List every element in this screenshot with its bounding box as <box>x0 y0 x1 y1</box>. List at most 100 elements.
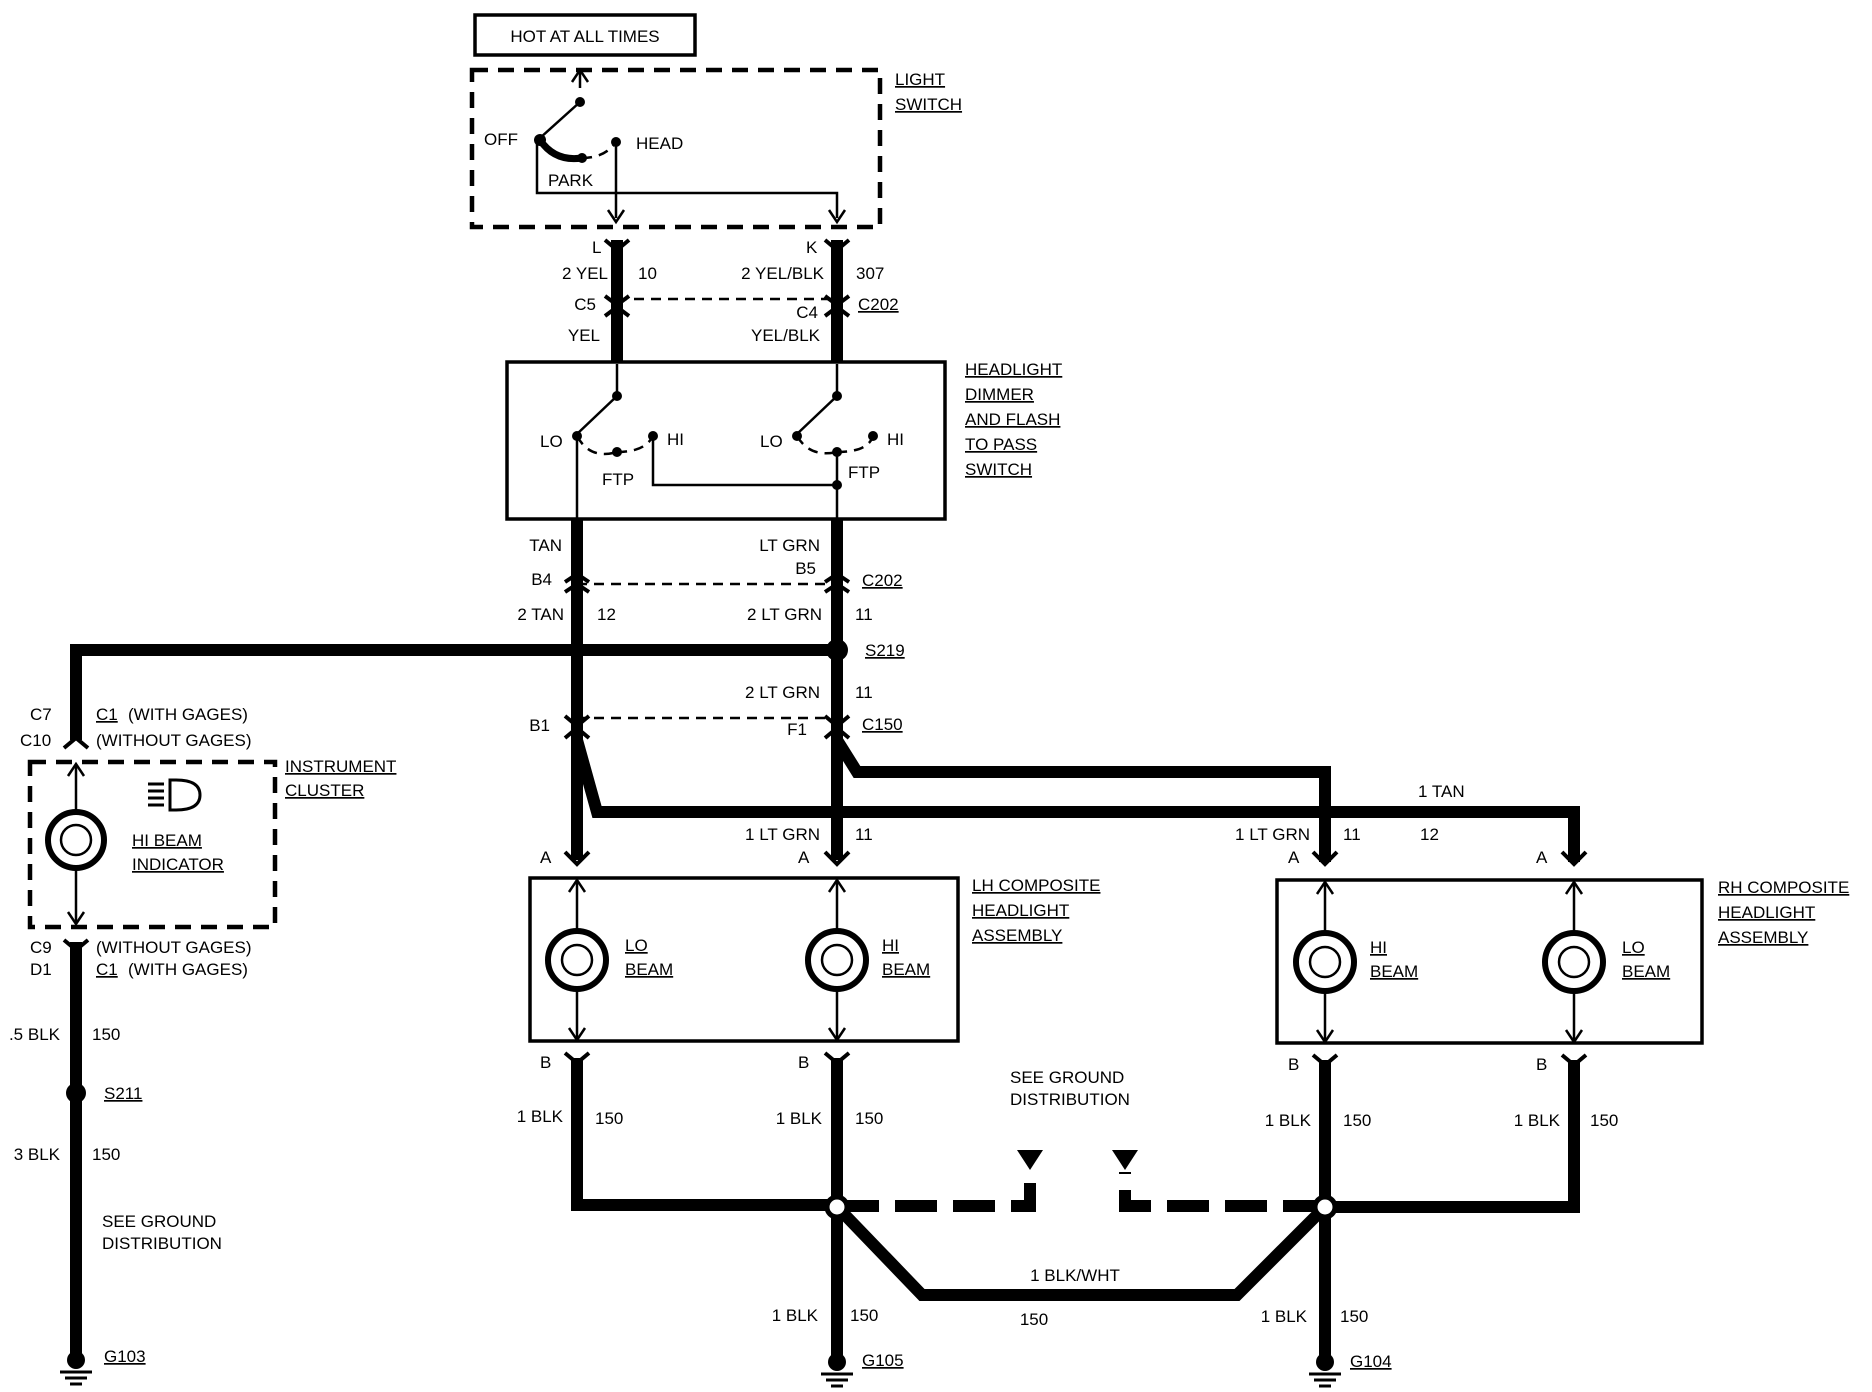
lh-hi-beam-bulb <box>805 928 869 992</box>
lh-lo-pin-a-label: A <box>540 848 552 867</box>
without-gages-label: (WITHOUT GAGES) <box>96 731 252 750</box>
rh-hi-blk-label: 1 BLK <box>1265 1111 1312 1130</box>
yel-wire-label: 2 YEL <box>562 264 608 283</box>
rh-lo-arrow-bottom <box>1564 1029 1584 1045</box>
c4-connector <box>823 294 851 318</box>
switch-head-label: HEAD <box>636 134 683 153</box>
c10-label: C10 <box>20 731 51 750</box>
rh-lo-beam-bulb <box>1542 930 1606 994</box>
blk-wht-jumper-wire <box>840 1210 1322 1301</box>
rh-lo-label-2: BEAM <box>1622 962 1670 981</box>
lh-hi-pin-b-label: B <box>798 1053 809 1072</box>
rh-ground-dist-dash <box>1119 1172 1325 1212</box>
c1-with-label: C1 <box>96 705 118 724</box>
lh-ground-dist-arrow-icon <box>1017 1150 1043 1170</box>
g104-label: G104 <box>1350 1352 1392 1371</box>
lh-hi-pin-a-label: A <box>798 848 810 867</box>
blk-wht-label: 1 BLK/WHT <box>1030 1266 1120 1285</box>
lh-lo-beam-bulb <box>545 928 609 992</box>
with-gages-label: (WITH GAGES) <box>128 705 248 724</box>
dimmer-ftp-bridge <box>651 436 837 487</box>
switch-head-dash <box>581 141 618 160</box>
s211-label: S211 <box>104 1084 142 1103</box>
tan-rh-circuit-label: 12 <box>1420 825 1439 844</box>
lh-lo-arrow-bottom <box>567 1027 587 1043</box>
light-switch-title-2: SWITCH <box>895 95 962 114</box>
dimmer-lo-left-label: LO <box>540 432 563 451</box>
cluster-ground-dist-2: DISTRIBUTION <box>102 1234 222 1253</box>
lh-hi-label-1: HI <box>882 936 899 955</box>
hi-beam-indicator-feed <box>70 644 837 740</box>
dimmer-title-4: TO PASS <box>965 435 1037 454</box>
hot-at-all-times-label: HOT AT ALL TIMES <box>510 27 659 46</box>
rh-lo-ground-wire <box>1325 1060 1580 1213</box>
lh-hi-filament <box>820 943 854 977</box>
lh-lo-pin-b-label: B <box>540 1053 551 1072</box>
dimmer-title-5: SWITCH <box>965 460 1032 479</box>
lh-hi-blk-label: 1 BLK <box>776 1109 823 1128</box>
tan-2-label: 2 TAN <box>517 605 564 624</box>
c5-connector <box>603 294 631 318</box>
c202-lower-label: C202 <box>862 571 903 590</box>
head-output-arrow <box>606 209 626 225</box>
rh-lo-pin-b-label: B <box>1536 1055 1547 1074</box>
lh-hi-label-2: BEAM <box>882 960 930 979</box>
d1-label: D1 <box>30 960 52 979</box>
lh-headlight-box <box>528 876 960 1043</box>
g104-blk-label: 1 BLK <box>1261 1307 1308 1326</box>
rh-hi-pin-a <box>1311 850 1339 867</box>
instrument-cluster-box <box>27 759 278 930</box>
g104-blk-circuit-label: 150 <box>1340 1307 1368 1326</box>
lt-grn-lh-label: 1 LT GRN <box>745 825 820 844</box>
dimmer-right-dash-1 <box>795 435 838 455</box>
bulb-filament <box>59 823 93 857</box>
pin-l-connector <box>603 238 631 253</box>
rh-title-3: ASSEMBLY <box>1718 928 1808 947</box>
switch-park-label: PARK <box>548 171 594 190</box>
dimmer-hi-right-label: HI <box>887 430 904 449</box>
c202-upper-label: C202 <box>858 295 899 314</box>
blk-05-circuit-label: 150 <box>92 1025 120 1044</box>
tan-rh-label: 1 TAN <box>1418 782 1465 801</box>
c4-label: C4 <box>796 303 818 322</box>
b4-connector <box>563 571 591 594</box>
dimmer-left-dash-2 <box>616 435 655 454</box>
c1-with-b-label: C1 <box>96 960 118 979</box>
dimmer-left-blade <box>576 395 618 435</box>
lt-grn-label: LT GRN <box>759 536 820 555</box>
tan-to-rh-wire <box>571 738 1580 862</box>
rh-hi-filament <box>1308 945 1342 979</box>
lt-grn-to-rh-wire <box>831 736 1331 862</box>
blk-wht-circuit-label: 150 <box>1020 1310 1048 1329</box>
park-output-line <box>535 140 839 218</box>
lt-grn-rh-circuit-label: 11 <box>1343 825 1361 844</box>
with-gages-b-label: (WITH GAGES) <box>128 960 248 979</box>
dimmer-ftp-left-label: FTP <box>602 470 634 489</box>
blk-05-label: .5 BLK <box>9 1025 61 1044</box>
switch-off-label: OFF <box>484 130 518 149</box>
cluster-title-2: CLUSTER <box>285 781 364 800</box>
yel-blk-circuit-label: 307 <box>856 264 884 283</box>
g103-ground-icon <box>60 1351 92 1386</box>
lh-hi-blk-circuit-label: 150 <box>855 1109 883 1128</box>
rh-lo-blk-label: 1 BLK <box>1514 1111 1561 1130</box>
lh-lo-blk-label: 1 BLK <box>517 1107 564 1126</box>
rh-title-1: RH COMPOSITE <box>1718 878 1849 897</box>
dimmer-right-blade <box>796 395 838 435</box>
dimmer-ftp-junction <box>832 480 842 490</box>
dimmer-right-dash-2 <box>836 435 875 454</box>
ground-dist-label-1: SEE GROUND <box>1010 1068 1124 1087</box>
s219-splice <box>826 639 848 661</box>
tan-label: TAN <box>529 536 562 555</box>
s219-label: S219 <box>865 641 905 660</box>
b1-connector <box>563 714 591 740</box>
dimmer-switch-box <box>505 360 947 521</box>
lt-grn-3-label: 2 LT GRN <box>745 683 820 702</box>
tan-circuit-label: 12 <box>597 605 616 624</box>
lt-grn-lh-circuit-label: 11 <box>855 825 873 844</box>
dimmer-ftp-right-label: FTP <box>848 463 880 482</box>
lh-lo-arrow-top <box>567 877 587 893</box>
rh-hi-beam-bulb <box>1293 930 1357 994</box>
rh-lo-pin-a <box>1560 850 1588 867</box>
dimmer-lo-right-label: LO <box>760 432 783 451</box>
